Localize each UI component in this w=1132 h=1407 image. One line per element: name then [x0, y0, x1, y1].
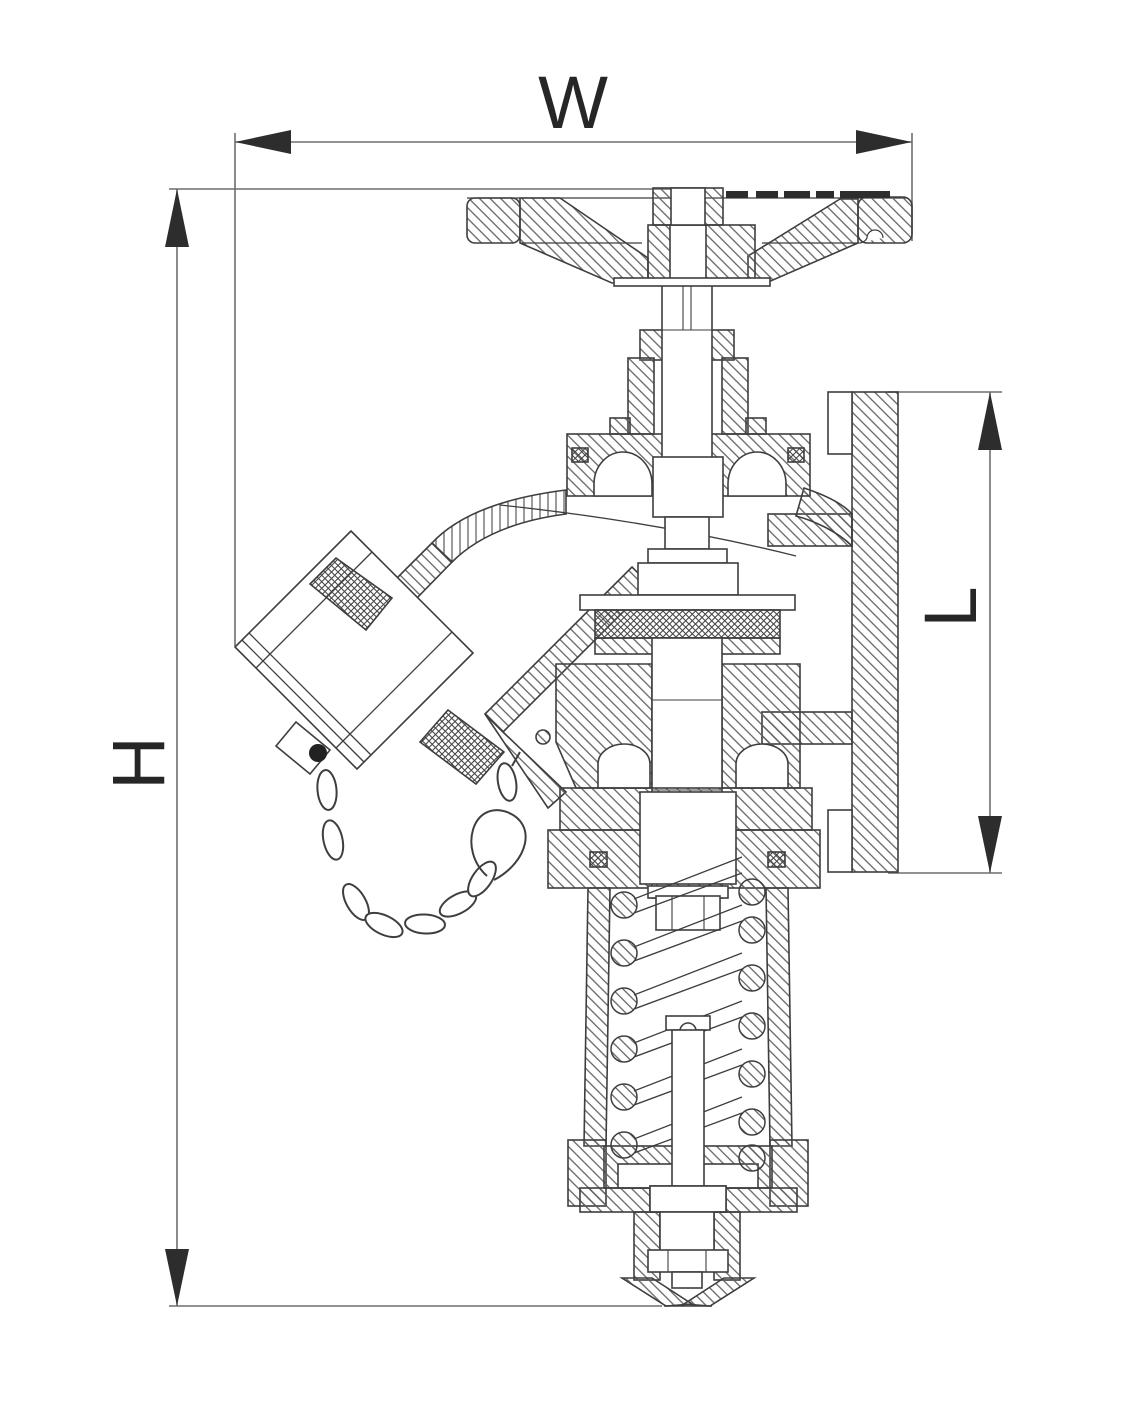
w-dimension — [234, 130, 913, 646]
stem-block — [652, 456, 724, 518]
handwheel — [466, 187, 913, 287]
bonnet-seal-right — [787, 447, 805, 463]
hub-base-plate — [613, 277, 771, 287]
handwheel-spoke-left — [519, 197, 649, 284]
h-arrow-top-icon — [165, 189, 189, 247]
valve-stem — [661, 282, 713, 460]
h-dimension — [165, 188, 700, 1307]
spring-retainer-nut — [655, 895, 721, 931]
compression-spring — [610, 856, 766, 1172]
disc-holder — [637, 562, 739, 596]
bottom-cone-right — [681, 1277, 757, 1307]
outlet-cap — [234, 530, 474, 770]
bottom-hex-nut — [647, 1249, 729, 1273]
handwheel-spoke-right — [747, 198, 859, 284]
housing-wall-left — [583, 887, 611, 1147]
handwheel-rim-left — [466, 197, 521, 244]
dimension-w-label: W — [538, 61, 608, 144]
cap-chain — [316, 751, 527, 939]
body-inner-wall-line — [499, 504, 797, 557]
yoke-window-left — [593, 451, 653, 497]
cap-lug-pin — [309, 744, 327, 762]
body-pin — [535, 729, 551, 745]
body-right-wall — [795, 486, 853, 548]
l-dimension — [888, 391, 1002, 874]
dimension-l-label: L — [909, 586, 992, 627]
dimension-h-label: H — [97, 736, 180, 789]
outlet-cap-assembly — [234, 530, 506, 786]
lower-seal-left — [589, 851, 608, 868]
housing-wall-right — [765, 887, 793, 1147]
handwheel-rim-right — [857, 196, 913, 244]
w-arrow-left-icon — [235, 130, 291, 154]
w-arrow-right-icon — [856, 130, 912, 154]
bonnet-seal-left — [571, 447, 589, 463]
lower-seal-right — [767, 851, 786, 868]
lower-flange-joint — [547, 787, 821, 931]
body-dome-wall — [430, 489, 567, 564]
handwheel-knurling — [726, 191, 890, 198]
yoke-window-right — [727, 451, 787, 497]
h-arrow-bottom-icon — [165, 1249, 189, 1306]
cap-thread-seal-upper — [308, 556, 394, 632]
bottom-bushing — [579, 1185, 798, 1307]
l-arrow-top-icon — [978, 392, 1002, 450]
disc-seal-gasket — [594, 609, 781, 639]
chain-loop — [470, 809, 527, 881]
l-arrow-bottom-icon — [978, 816, 1002, 873]
cap-thread-seal-lower — [418, 708, 506, 786]
